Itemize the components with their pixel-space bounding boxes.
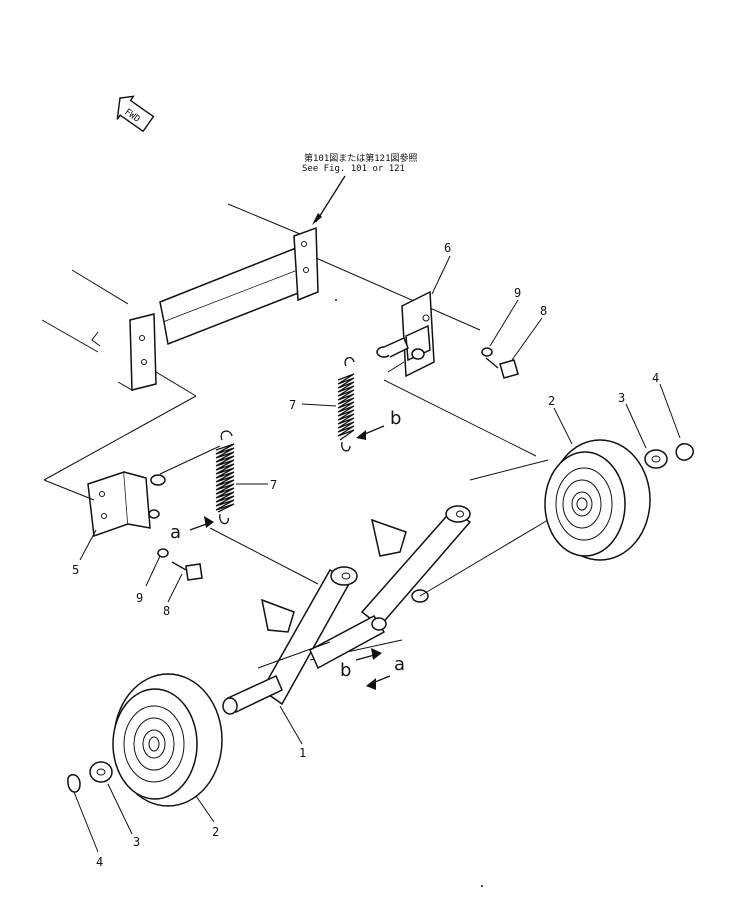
callout-7-lower: 7 [270,478,277,492]
washer-3-left-hole [96,768,106,776]
scan-speck [335,299,337,301]
bracket-5 [43,445,221,538]
callout-4-right: 4 [652,371,659,385]
callout-4-left: 4 [96,855,103,869]
bracket-6 [376,290,435,378]
callout-9-upper: 9 [514,286,521,300]
callout-3-left: 3 [133,835,140,849]
view-arrow-a-upper [189,516,214,531]
reference-arrowhead-icon [312,213,322,225]
reference-note-jp: 第101図または第121図参照 [304,152,418,164]
reference-leader [315,175,346,223]
washer-3-right-hole [651,455,661,463]
callout-7-upper: 7 [289,398,296,412]
callout-9-lower: 9 [136,591,143,605]
arm-rear [360,505,549,628]
fwd-arrow-icon: FWD [116,95,155,133]
callout-2-right: 2 [548,394,555,408]
view-arrow-b-upper [356,425,385,440]
callout-3-right: 3 [618,391,625,405]
callout-2-left: 2 [212,825,219,839]
washer-3-right [644,449,668,469]
callout-5: 5 [72,563,79,577]
snap-ring-4-left [67,774,81,793]
leader-lines [73,255,681,853]
washer-9-lower [157,548,169,558]
view-marker-b-lower: b [340,660,351,681]
frame-crossmember [41,203,481,397]
spring-7-lower [215,430,235,525]
callout-6: 6 [444,241,451,255]
view-arrow-b-lower [355,648,382,661]
view-arrow-a-lower [366,675,391,690]
callout-8-lower: 8 [163,604,170,618]
callout-1: 1 [299,746,306,760]
snap-ring-4-right [675,443,694,461]
washer-9-upper [481,347,493,357]
arm-front [222,566,387,715]
bolt-8-lower [171,561,203,581]
view-marker-a-lower: a [394,654,405,675]
view-marker-a-upper: a [170,522,181,543]
callout-8-upper: 8 [540,304,547,318]
washer-3-left [89,761,113,783]
view-marker-b-upper: b [390,408,401,429]
reference-note-en: See Fig. 101 or 121 [302,164,405,174]
spring-7-upper [337,357,355,452]
wheel-right [544,439,651,561]
wheel-left [112,673,223,807]
scan-speck [481,885,483,887]
bolt-8-upper [485,357,519,379]
